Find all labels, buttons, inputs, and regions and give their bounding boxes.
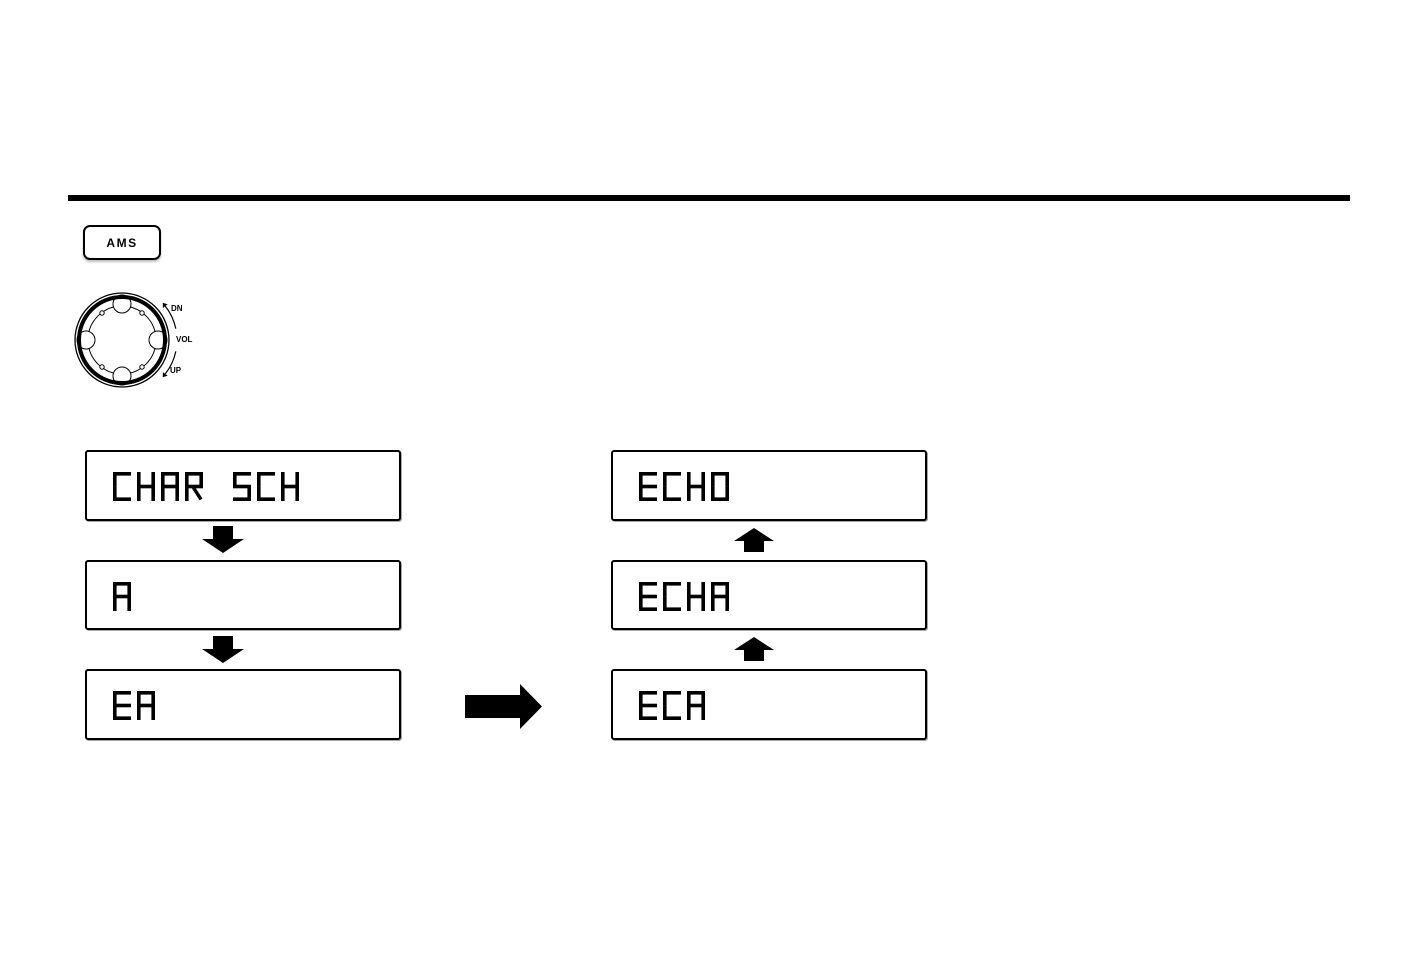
ams-button-label: AMS <box>106 235 138 250</box>
lcd-text <box>639 691 705 721</box>
up-arrow-icon <box>734 637 774 661</box>
jog-dial-knob-icon <box>74 292 170 388</box>
right-arrow-icon <box>465 684 542 729</box>
lcd-text <box>113 472 299 502</box>
dial-label-vol: VOL <box>176 335 193 344</box>
lcd-text <box>639 582 729 612</box>
down-arrow-icon <box>202 526 244 553</box>
dial-label-up: UP <box>170 366 182 375</box>
ams-button[interactable]: AMS <box>83 225 161 260</box>
lcd-display-ea <box>85 669 401 740</box>
lcd-text <box>639 472 729 502</box>
lcd-display-char-search <box>85 450 401 521</box>
up-arrow-icon <box>734 528 774 552</box>
down-arrow-icon <box>202 636 244 663</box>
lcd-text <box>113 582 131 612</box>
lcd-display-eca <box>611 669 927 740</box>
lcd-display-echa <box>611 560 927 630</box>
dial-label-dn: DN <box>171 304 183 313</box>
lcd-display-echo <box>611 450 927 521</box>
dial-rotation-arrow-icon <box>162 302 177 378</box>
section-divider <box>68 195 1350 201</box>
jog-dial[interactable]: DN VOL UP <box>70 285 215 395</box>
lcd-text <box>113 691 155 721</box>
lcd-display-a <box>85 560 401 630</box>
